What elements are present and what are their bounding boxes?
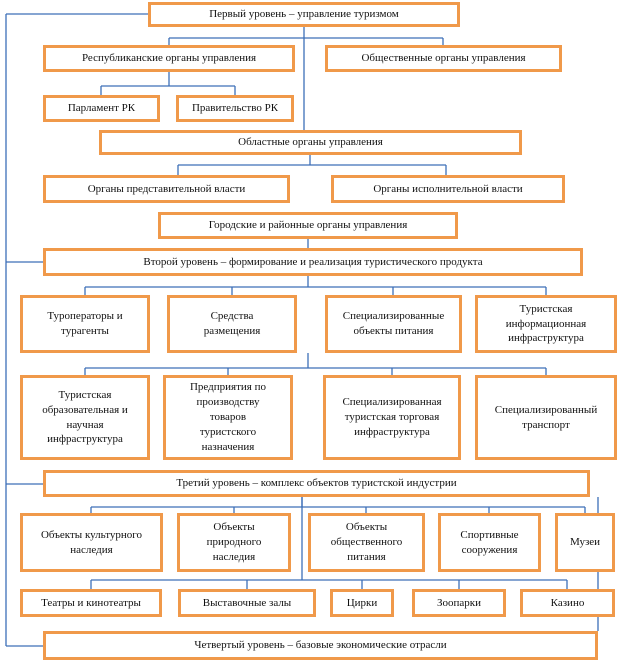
node-museums: Музеи: [555, 513, 615, 572]
node-regional: Областные органы управления: [99, 130, 522, 155]
node-casino: Казино: [520, 589, 615, 617]
node-government: Правительство РК: [176, 95, 294, 122]
node-sports: Спортивные сооружения: [438, 513, 541, 572]
node-cultural: Объекты культурного наследия: [20, 513, 163, 572]
node-level4: Четвертый уровень – базовые экономически…: [43, 631, 598, 660]
node-parliament: Парламент РК: [43, 95, 160, 122]
node-edu-infra: Туристская образовательная и научная инф…: [20, 375, 150, 460]
node-city: Городские и районные органы управления: [158, 212, 458, 239]
node-operators: Туроператоры и турагенты: [20, 295, 150, 353]
node-public: Общественные органы управления: [325, 45, 562, 72]
node-catering: Специализированные объекты питания: [325, 295, 462, 353]
node-accommodation: Средства размещения: [167, 295, 297, 353]
node-level2: Второй уровень – формирование и реализац…: [43, 248, 583, 276]
node-republic: Республиканские органы управления: [43, 45, 295, 72]
node-exhibition: Выставочные залы: [178, 589, 316, 617]
node-production: Предприятия по производству товаров тури…: [163, 375, 293, 460]
node-public-catering: Объекты общественного питания: [308, 513, 425, 572]
node-transport: Специализированный транспорт: [475, 375, 617, 460]
node-executive: Органы исполнительной власти: [331, 175, 565, 203]
node-theatres: Театры и кинотеатры: [20, 589, 162, 617]
node-info-infra: Туристская информационная инфраструктура: [475, 295, 617, 353]
node-trade-infra: Специализированная туристская торговая и…: [323, 375, 461, 460]
node-natural: Объекты природного наследия: [177, 513, 291, 572]
node-circus: Цирки: [330, 589, 394, 617]
node-zoo: Зоопарки: [412, 589, 506, 617]
node-level3: Третий уровень – комплекс объектов турис…: [43, 470, 590, 497]
node-level1: Первый уровень – управление туризмом: [148, 2, 460, 27]
node-representative: Органы представительной власти: [43, 175, 290, 203]
